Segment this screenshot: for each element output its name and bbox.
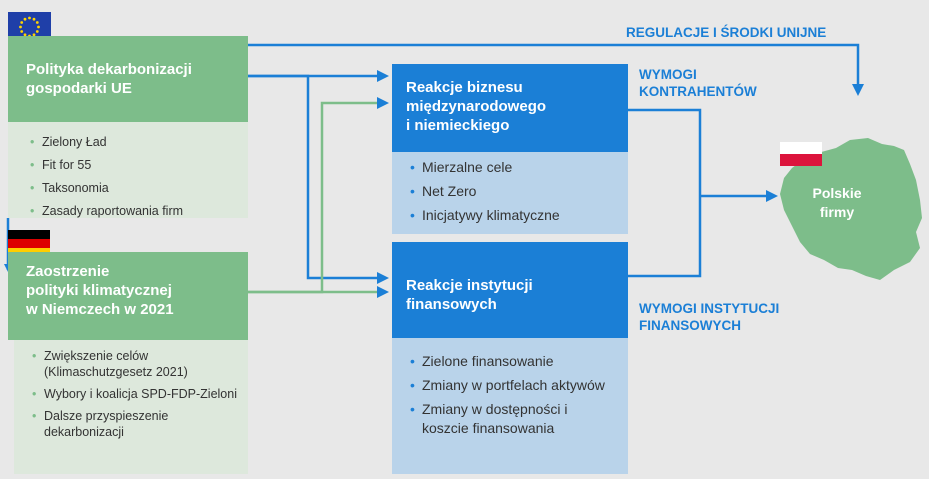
arrow-finance-to-poland [628,196,702,278]
list-item: Dalsze przyspieszenie dekarbonizacji [28,408,238,440]
list-item: Zmiany w dostępności i koszcie finansowa… [406,400,618,438]
list-item: Wybory i koalicja SPD-FDP-Zieloni [28,386,238,402]
finance-title-line1: Reakcje instytucji [406,277,533,294]
institutions-requirements-label: WYMOGI INSTYTUCJI FINANSOWYCH [639,300,859,334]
eu-regulations-label: REGULACJE I ŚRODKI UNIJNE [626,25,827,40]
de-policy-list: Zwiększenie celów (Klimaschutzgesetz 202… [14,340,248,474]
arrow-eu-to-finance [248,74,389,284]
eu-policy-title-line1: Polityka dekarbonizacji [26,61,192,78]
list-item: Inicjatywy klimatyczne [406,206,628,224]
poland-flag-icon [780,142,822,166]
polish-companies-label: Polskie firmy [792,184,882,222]
eu-policy-list: Zielony Ład Fit for 55 Taksonomia Zasady… [8,122,248,219]
de-policy-title: Zaostrzenie polityki klimatycznej w Niem… [8,252,248,340]
eu-policy-title-line2: gospodarki UE [26,80,132,97]
arrow-eu-to-poland [248,43,864,96]
eu-policy-title: Polityka dekarbonizacji gospodarki UE [8,36,248,122]
list-item: Zwiększenie celów (Klimaschutzgesetz 202… [28,348,238,380]
poland-map [780,138,922,280]
arrow-business-to-poland [628,108,702,196]
arrow-de-to-business [248,97,389,294]
de-policy-title-line2: polityki klimatycznej [26,282,172,299]
finance-reactions-list: Zielone finansowanie Zmiany w portfelach… [392,338,628,474]
finance-reactions-title: Reakcje instytucji finansowych [392,242,628,338]
polish-companies-line2: firmy [819,204,855,220]
polish-companies-line1: Polskie [812,185,862,201]
list-item: Mierzalne cele [406,158,628,176]
business-reactions-list: Mierzalne cele Net Zero Inicjatywy klima… [392,152,628,234]
list-item: Zmiany w portfelach aktywów [406,376,618,395]
counterparty-requirements-label: WYMOGI KONTRAHENTÓW [639,66,839,100]
list-item: Net Zero [406,182,628,200]
list-item: Taksonomia [26,180,248,196]
institutions-label-line2: FINANSOWYCH [639,318,741,333]
list-item: Zielony Ład [26,134,248,150]
counterparty-label-line1: WYMOGI [639,67,697,82]
business-title-line2: międzynarodowego [406,98,547,115]
counterparty-label-line2: KONTRAHENTÓW [639,84,757,99]
list-item: Zielone finansowanie [406,352,618,371]
list-item: Fit for 55 [26,157,248,173]
de-policy-title-line1: Zaostrzenie [26,263,110,280]
business-title-line1: Reakcje biznesu [406,79,523,96]
business-reactions-title: Reakcje biznesu międzynarodowego i niemi… [392,64,628,152]
finance-title-line2: finansowych [406,296,497,313]
list-item: Zasady raportowania firm [26,203,248,219]
de-policy-title-line3: w Niemczech w 2021 [26,301,174,318]
business-title-line3: i niemieckiego [406,117,510,134]
institutions-label-line1: WYMOGI INSTYTUCJI [639,301,780,316]
